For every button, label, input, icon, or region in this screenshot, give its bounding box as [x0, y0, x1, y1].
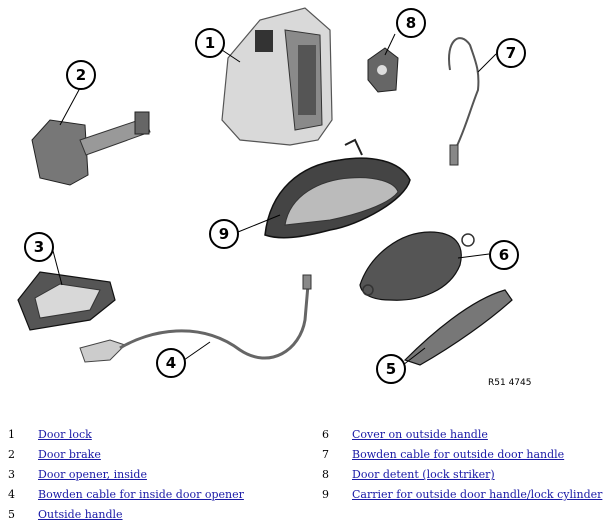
legend-item: 1 Door lock [8, 425, 298, 445]
callout-4: 4 [156, 348, 186, 378]
door-brake-part [31, 111, 151, 186]
legend-number: 6 [322, 428, 329, 441]
legend-number: 7 [322, 448, 329, 461]
legend-link-door-opener-inside[interactable]: Door opener, inside [38, 468, 147, 481]
parts-legend: 1 Door lock 2 Door brake 3 Door opener, … [0, 425, 607, 529]
legend-item: 4 Bowden cable for inside door opener [8, 485, 298, 505]
callout-5: 5 [376, 354, 406, 384]
legend-number: 9 [322, 488, 329, 501]
legend-link-outside-handle[interactable]: Outside handle [38, 508, 123, 521]
legend-item: 2 Door brake [8, 445, 298, 465]
legend-number: 4 [8, 488, 15, 501]
legend-number: 1 [8, 428, 15, 441]
parts-drawing [17, 7, 513, 366]
door-opener-inside-part [17, 271, 116, 331]
legend-item: 6 Cover on outside handle [322, 425, 607, 445]
legend-link-carrier[interactable]: Carrier for outside door handle/lock cyl… [352, 488, 603, 501]
legend-item: 8 Door detent (lock striker) [322, 465, 607, 485]
figure-reference: R51 4745 [488, 378, 532, 388]
legend-item: 5 Outside handle [8, 505, 298, 525]
outside-handle-part [403, 289, 513, 366]
legend-number: 2 [8, 448, 15, 461]
legend-link-door-brake[interactable]: Door brake [38, 448, 101, 461]
callout-9: 9 [209, 219, 239, 249]
callout-3: 3 [24, 232, 54, 262]
callout-1: 1 [195, 28, 225, 58]
legend-link-door-lock[interactable]: Door lock [38, 428, 92, 441]
carrier-part [264, 138, 411, 239]
parts-illustration: 1 2 3 4 5 6 7 8 9 R51 4745 [17, 7, 532, 388]
leader-lines [51, 33, 497, 366]
callout-2: 2 [66, 60, 96, 90]
bowden-cable-inside-part [79, 274, 312, 363]
legend-item: 9 Carrier for outside door handle/lock c… [322, 485, 607, 505]
legend-link-door-detent[interactable]: Door detent (lock striker) [352, 468, 495, 481]
callout-6: 6 [489, 240, 519, 270]
legend-item: 3 Door opener, inside [8, 465, 298, 485]
callout-7: 7 [496, 38, 526, 68]
legend-number: 3 [8, 468, 15, 481]
bowden-cable-outside-part [448, 37, 480, 166]
legend-number: 5 [8, 508, 15, 521]
legend-link-bowden-cable-inside[interactable]: Bowden cable for inside door opener [38, 488, 244, 501]
door-detent-part [367, 47, 399, 93]
door-lock-part [221, 7, 333, 146]
legend-item: 7 Bowden cable for outside door handle [322, 445, 607, 465]
callout-8: 8 [396, 8, 426, 38]
legend-link-cover-outside-handle[interactable]: Cover on outside handle [352, 428, 488, 441]
legend-number: 8 [322, 468, 329, 481]
cover-outside-handle-part [359, 231, 475, 301]
legend-link-bowden-cable-outside[interactable]: Bowden cable for outside door handle [352, 448, 565, 461]
